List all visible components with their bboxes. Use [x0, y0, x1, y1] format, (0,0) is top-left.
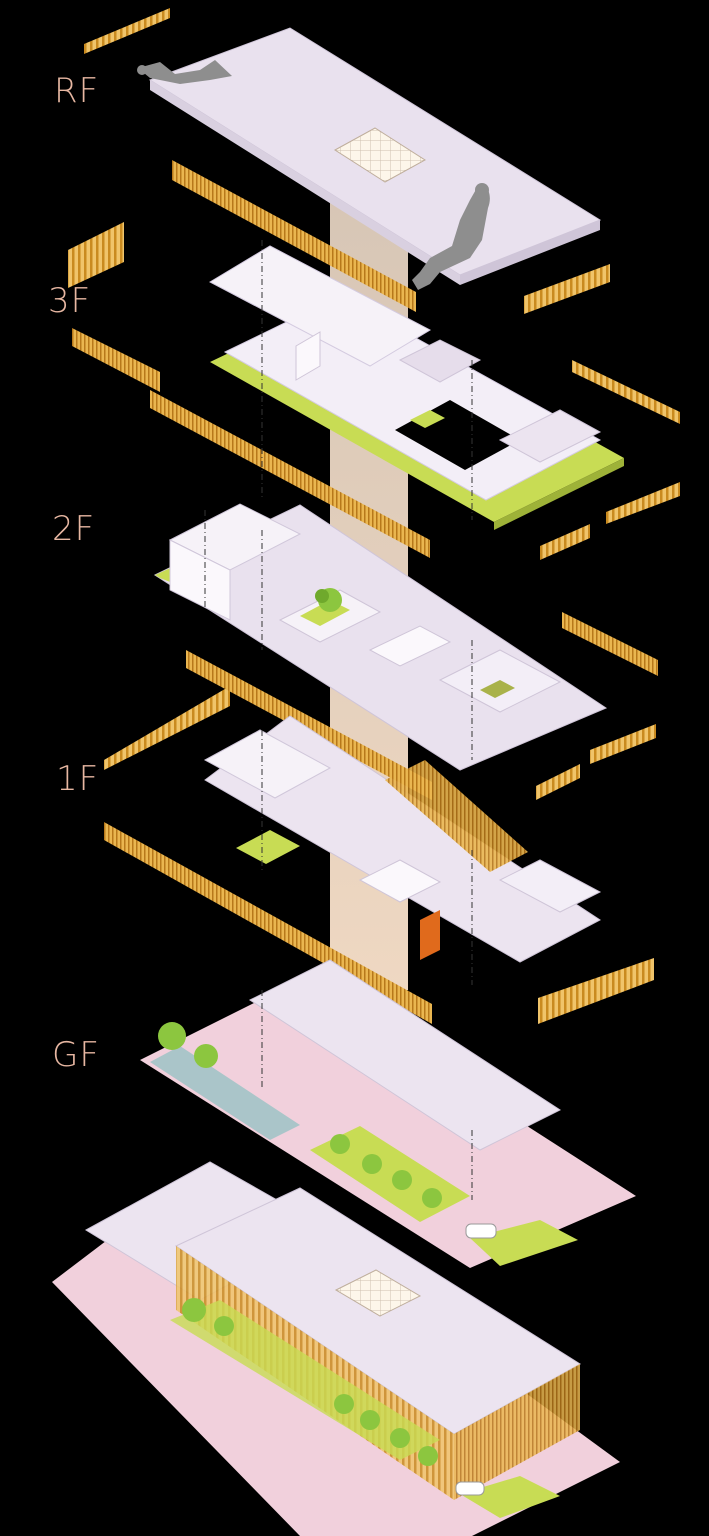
floor-label-3f: 3F — [48, 281, 91, 321]
car-icon — [465, 1223, 497, 1239]
third-floor-plate — [208, 240, 624, 530]
louver-band — [538, 958, 654, 1024]
second-floor-plate — [153, 503, 608, 771]
louver-band — [150, 390, 430, 558]
tree-icon — [315, 588, 342, 612]
louver-band — [172, 160, 416, 312]
person-lying-icon — [137, 60, 232, 84]
louver-band — [572, 360, 680, 424]
louver-band — [68, 222, 124, 288]
louver-band — [104, 686, 230, 770]
floor-label-1f: 1F — [56, 759, 99, 799]
ground-floor-plate — [140, 959, 636, 1268]
first-floor-plate — [203, 715, 602, 985]
louver-band — [524, 264, 610, 314]
car-icon — [455, 1481, 485, 1496]
louver-band — [536, 764, 580, 800]
person-sitting-icon — [412, 183, 490, 290]
louver-band — [606, 482, 680, 524]
tree-icon — [158, 1022, 442, 1208]
floor-label-2f: 2F — [52, 509, 95, 549]
skylight-grid-icon — [334, 127, 426, 183]
roof-floor-slab — [148, 27, 602, 285]
louver-band — [590, 724, 656, 764]
louver-band — [562, 612, 658, 676]
louver-band — [186, 650, 432, 800]
floor-label-gf: GF — [52, 1035, 100, 1075]
louver-band — [84, 8, 170, 54]
assembled-building — [52, 1161, 620, 1536]
louver-band — [72, 328, 160, 392]
floor-label-rf: RF — [54, 71, 99, 111]
louver-band — [540, 524, 590, 560]
tree-icon — [182, 1298, 438, 1466]
